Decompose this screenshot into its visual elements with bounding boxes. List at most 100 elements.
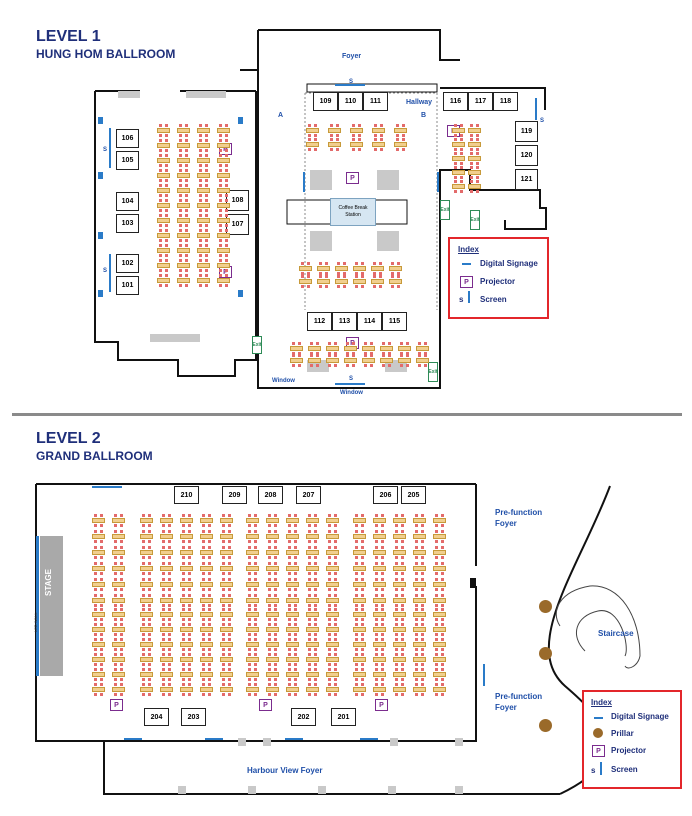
room-118[interactable]: 118 [493,92,518,111]
room-113[interactable]: 113 [332,312,357,331]
table [246,534,259,539]
chair [421,546,424,549]
digital-signage-icon [205,738,223,740]
chair [179,244,182,247]
chair [202,546,205,549]
room-202[interactable]: 202 [291,708,316,726]
table [180,566,193,571]
chair [334,638,337,641]
chair [94,556,97,559]
room-109[interactable]: 109 [313,92,338,111]
chair [179,254,182,257]
chair [254,648,257,651]
chair [142,648,145,651]
table [326,582,339,587]
room-103[interactable]: 103 [116,214,139,233]
chair [254,604,257,607]
room-102[interactable]: 102 [116,254,139,273]
chair [120,638,123,641]
chair [205,254,208,257]
table [180,612,193,617]
room-208[interactable]: 208 [258,486,283,504]
table [220,582,233,587]
room-201[interactable]: 201 [331,708,356,726]
chair [168,578,171,581]
table [112,672,125,677]
exit-sign: Exit [252,336,262,354]
chair [424,352,427,355]
chair [185,284,188,287]
chair [401,653,404,656]
index-title: Index [458,245,479,254]
chair [100,578,103,581]
table [112,582,125,587]
table [160,612,173,617]
chair [202,514,205,517]
room-104[interactable]: 104 [116,192,139,211]
chair [222,693,225,696]
room-108[interactable]: 108 [226,190,249,211]
level1-label: LEVEL 1 [36,28,101,45]
chair [415,653,418,656]
room-210[interactable]: 210 [174,486,199,504]
chair [94,562,97,565]
chair [185,139,188,142]
table [286,598,299,603]
room-209[interactable]: 209 [222,486,247,504]
chair [142,514,145,517]
chair [182,693,185,696]
room-115[interactable]: 115 [382,312,407,331]
chair [202,604,205,607]
chair [435,588,438,591]
room-204[interactable]: 204 [144,708,169,726]
chair [308,134,311,137]
chair [418,342,421,345]
room-105[interactable]: 105 [116,151,139,170]
chair [415,633,418,636]
table [286,642,299,647]
chair [165,179,168,182]
room-107[interactable]: 107 [226,214,249,235]
chair [205,224,208,227]
room-121[interactable]: 121 [515,169,538,190]
chair [142,663,145,666]
chair [401,578,404,581]
room-120[interactable]: 120 [515,145,538,166]
room-206[interactable]: 206 [373,486,398,504]
room-116[interactable]: 116 [443,92,468,111]
room-205[interactable]: 205 [401,486,426,504]
chair [274,678,277,681]
chair [188,524,191,527]
room-119[interactable]: 119 [515,121,538,142]
table [140,534,153,539]
chair [228,594,231,597]
chair [248,514,251,517]
chair [219,149,222,152]
room-101[interactable]: 101 [116,276,139,295]
table [197,218,210,223]
room-117[interactable]: 117 [468,92,493,111]
room-112[interactable]: 112 [307,312,332,331]
room-114[interactable]: 114 [357,312,382,331]
window-label: Window [272,378,295,384]
chair [288,638,291,641]
chair [100,683,103,686]
chair [268,572,271,575]
chair [415,668,418,671]
room-207[interactable]: 207 [296,486,321,504]
chair [142,524,145,527]
chair [355,572,358,575]
chair [288,618,291,621]
chair [199,244,202,247]
index-projector: Projector [480,277,516,286]
chair [355,608,358,611]
chair [381,524,384,527]
room-203[interactable]: 203 [181,708,206,726]
chair [334,604,337,607]
room-106[interactable]: 106 [116,129,139,148]
room-110[interactable]: 110 [338,92,363,111]
table [373,518,386,523]
room-111[interactable]: 111 [363,92,388,111]
chair [182,556,185,559]
chair [397,285,400,288]
